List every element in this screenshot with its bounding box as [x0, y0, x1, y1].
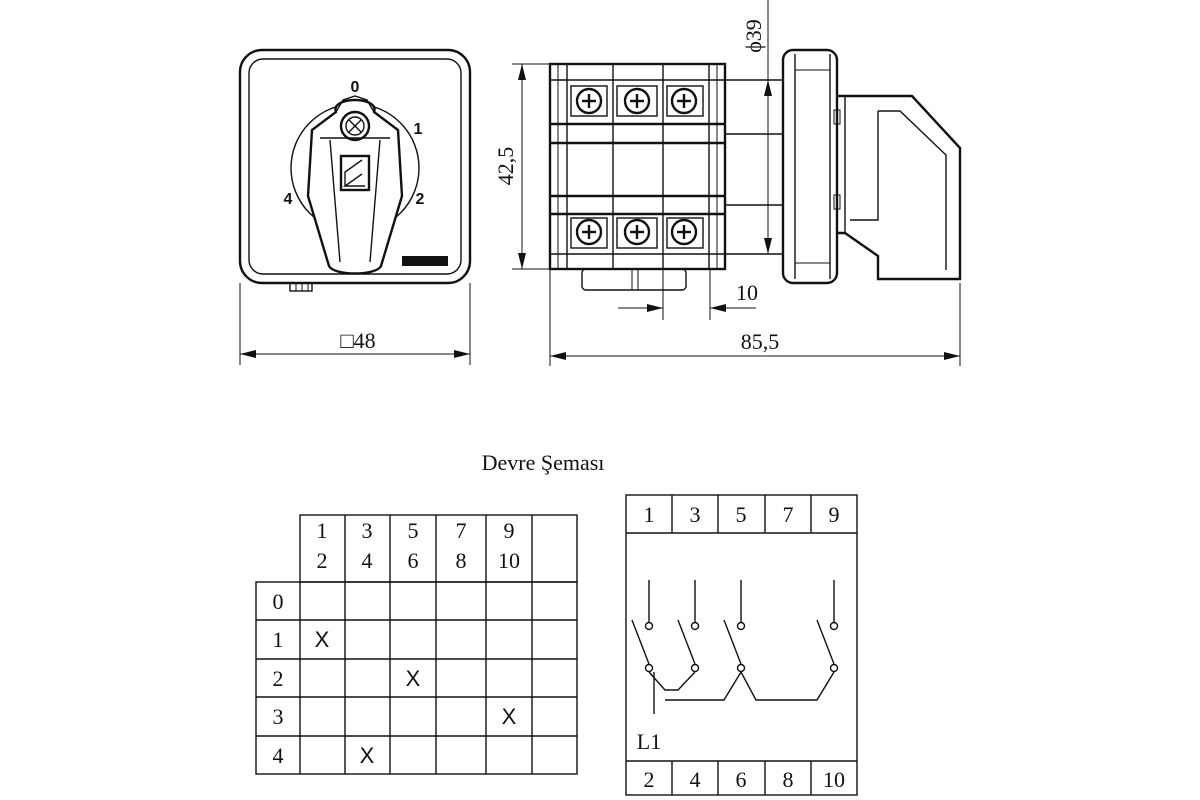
front-plate	[781, 48, 839, 285]
bottom-terminal-label: 10	[823, 767, 845, 792]
dim-square-48: □48	[340, 328, 375, 353]
table-col-header-top: 9	[504, 518, 515, 543]
label-plate	[402, 256, 448, 266]
bottom-terminal-label: 8	[783, 767, 794, 792]
table-row-label: 0	[273, 589, 284, 614]
switch-contacts	[631, 580, 839, 714]
dim-length-85-5: 85,5	[741, 329, 780, 354]
top-terminal-screws	[570, 85, 704, 117]
table-col-header-bottom: 4	[362, 548, 373, 573]
top-terminal-label: 3	[690, 502, 701, 527]
mounting-foot	[581, 268, 687, 291]
table-cell: X	[315, 627, 330, 652]
brand-logo-mark	[342, 159, 365, 187]
position-label-2: 2	[416, 191, 425, 208]
table-col-header-bottom: 2	[317, 548, 328, 573]
table-header-area	[299, 514, 578, 583]
input-label-l1: L1	[637, 729, 661, 754]
knob-screw-inner	[345, 116, 365, 136]
table-col-header-bottom: 8	[456, 548, 467, 573]
schema-title: Devre Şeması	[482, 450, 605, 475]
table-col-header-top: 7	[456, 518, 467, 543]
dim-height-42-5: 42,5	[493, 147, 518, 186]
bottom-terminal-screws	[570, 217, 704, 249]
table-row-label: 2	[273, 666, 284, 691]
rotary-knob	[306, 95, 404, 275]
circuit-frame	[625, 494, 858, 796]
table-body	[255, 581, 578, 775]
top-terminal-label: 5	[736, 502, 747, 527]
dim-diameter-39: ϕ39	[741, 19, 766, 53]
table-row-label: 3	[273, 704, 284, 729]
table-col-header-top: 1	[317, 518, 328, 543]
table-cell: X	[406, 666, 421, 691]
table-col-header-bottom: 6	[408, 548, 419, 573]
knob-profile	[837, 94, 962, 281]
bottom-terminal-label: 2	[644, 767, 655, 792]
table-col-header-bottom: 10	[498, 548, 520, 573]
bottom-terminal-label: 4	[690, 767, 701, 792]
switching-table: 1 2 3 4 5 6 7 8 9 10 0 1 2 3 4 X X	[255, 514, 578, 775]
table-row-label: 4	[273, 743, 284, 768]
front-view: 0 1 2 4 □48	[238, 48, 472, 365]
circuit-diagram: 1 3 5 7 9 2 4 6 8 10	[625, 494, 858, 796]
table-col-header-top: 5	[408, 518, 419, 543]
top-terminal-label: 9	[829, 502, 840, 527]
dim-small-10: 10	[736, 280, 758, 305]
knob-screw-outer	[339, 110, 371, 142]
brand-logo	[339, 154, 371, 192]
table-cell: X	[502, 704, 517, 729]
bottom-terminal-label: 6	[736, 767, 747, 792]
table-col-header-top: 3	[362, 518, 373, 543]
front-outer-frame	[238, 48, 472, 285]
bottom-tab	[289, 282, 313, 292]
position-label-0: 0	[351, 79, 360, 96]
position-label-1: 1	[414, 121, 423, 138]
side-view: 42,5 ϕ39 10 85,5	[493, 0, 962, 366]
top-terminal-label: 1	[644, 502, 655, 527]
top-terminal-label: 7	[783, 502, 794, 527]
table-cell: X	[360, 743, 375, 768]
position-label-4: 4	[284, 191, 293, 208]
table-row-label: 1	[273, 627, 284, 652]
